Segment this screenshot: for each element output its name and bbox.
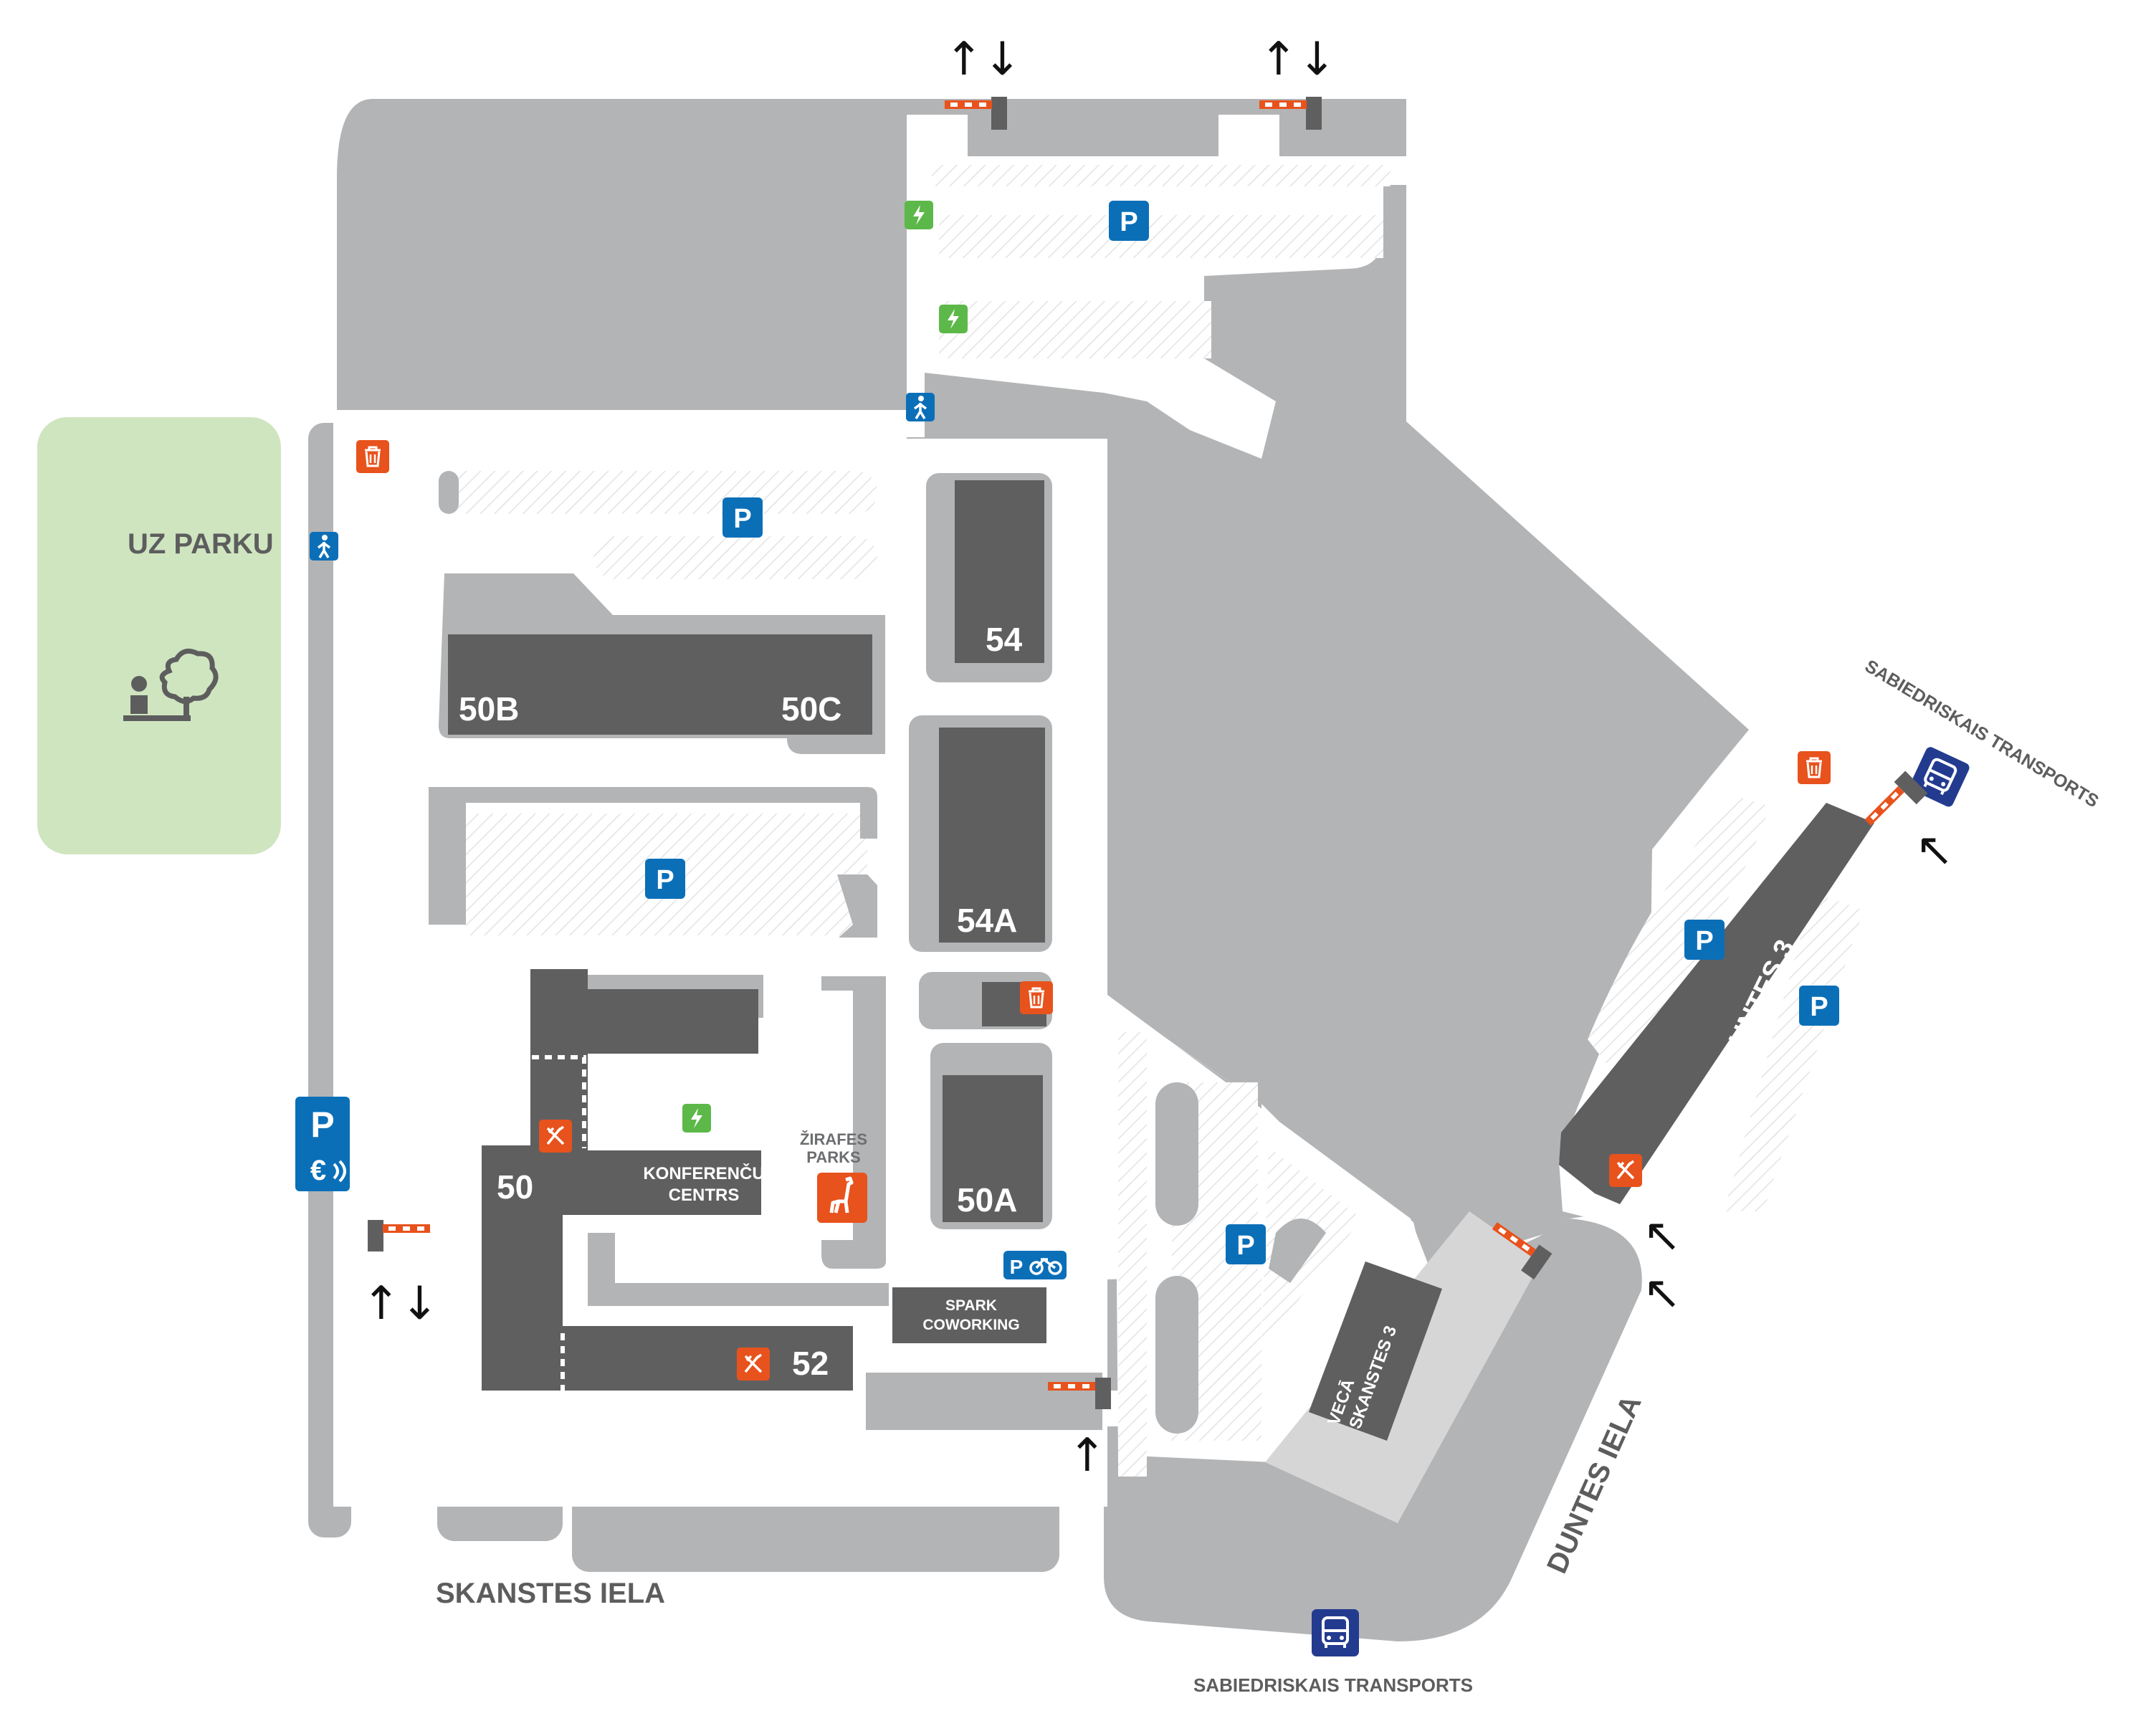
svg-text:P: P [1010,1256,1024,1278]
giraffe-park-icon [817,1173,867,1223]
green-park-area [37,417,281,854]
park-icon [123,648,219,721]
building-label-54: 54 [986,621,1023,658]
ev-charging-icon [905,201,933,229]
skanstes-iela-label: SKANSTES IELA [436,1578,665,1609]
pedestrian-icon [310,532,338,561]
building-label-50a: 50A [957,1181,1017,1219]
parking-icon-west-2: P [645,859,685,899]
building-50a [943,1075,1043,1222]
entry-diagonal-arrow: ↖ [1915,824,1954,877]
entry-exit-arrows: ↑↓ [362,1277,439,1330]
building-duntes-3 [1559,803,1874,1204]
building-label-spark-2: COWORKING [922,1317,1019,1333]
svg-text:P: P [656,865,674,895]
bus-icon [1312,1609,1359,1656]
svg-text:P: P [733,504,751,534]
waste-bin-icon [356,440,389,473]
building-54a [939,728,1045,943]
svg-text:P: P [310,1105,334,1145]
entry-diagonal-arrow: ↖ [1643,1209,1682,1262]
svg-text:P: P [1810,992,1828,1022]
barrier-icon [1492,1222,1552,1280]
parking-icon-north: P [1109,201,1149,241]
parking-icon-duntes-1: P [1684,920,1725,960]
svg-text:€: € [310,1155,326,1186]
parking-icon-southeast: P [1226,1224,1266,1264]
ev-charging-icon [939,305,968,333]
entry-exit-arrows: ↑↓ [945,33,1021,86]
transport-label-bottom: SABIEDRISKAIS TRANSPORTS [1193,1674,1473,1696]
entry-arrow: ↑ [1068,1429,1107,1482]
building-label-spark-1: SPARK [945,1297,997,1314]
bike-parking-icon: P [1003,1251,1067,1279]
building-label-50c: 50C [781,690,841,728]
building-label-konferencu-2: CENTRS [669,1186,740,1205]
barrier-icon [1259,97,1322,130]
paid-parking-icon: P € [295,1097,350,1191]
building-spark [892,1287,1046,1343]
svg-text:P: P [1695,926,1713,956]
svg-text:P: P [1236,1231,1254,1261]
buildings [448,480,1874,1441]
entry-exit-arrows: ↑↓ [1259,33,1336,86]
restaurant-icon [539,1120,572,1153]
barrier-icon [368,1220,430,1251]
zirafes-label-1: ŽIRAFES [800,1130,867,1148]
pedestrian-icon [906,393,935,421]
barrier-icon [1048,1378,1111,1409]
barrier-icon [1864,771,1928,826]
svg-text:P: P [1120,207,1137,237]
building-54 [955,480,1044,663]
parking-icon-duntes-2: P [1799,986,1839,1026]
building-label-50b: 50B [459,690,519,728]
building-label-54a: 54A [957,902,1017,939]
building-label-52: 52 [792,1345,829,1382]
zirafes-label-2: PARKS [806,1148,860,1166]
passage-dots [532,1055,869,1391]
uz-parku-label: UZ PARKU [128,528,274,560]
ev-charging-icon [682,1104,711,1133]
entry-diagonal-arrow: ↖ [1643,1267,1682,1320]
waste-bin-icon [1020,981,1053,1014]
building-50b-50c [448,634,872,735]
waste-bin-icon [1798,751,1831,784]
restaurant-icon [1609,1154,1642,1187]
barrier-icon [945,97,1007,130]
building-label-50: 50 [497,1168,533,1206]
parking-icon-west-1: P [722,497,763,538]
building-50-52 [482,969,853,1391]
building-label-konferencu-1: KONFERENČU [643,1163,764,1183]
restaurant-icon [737,1348,770,1381]
